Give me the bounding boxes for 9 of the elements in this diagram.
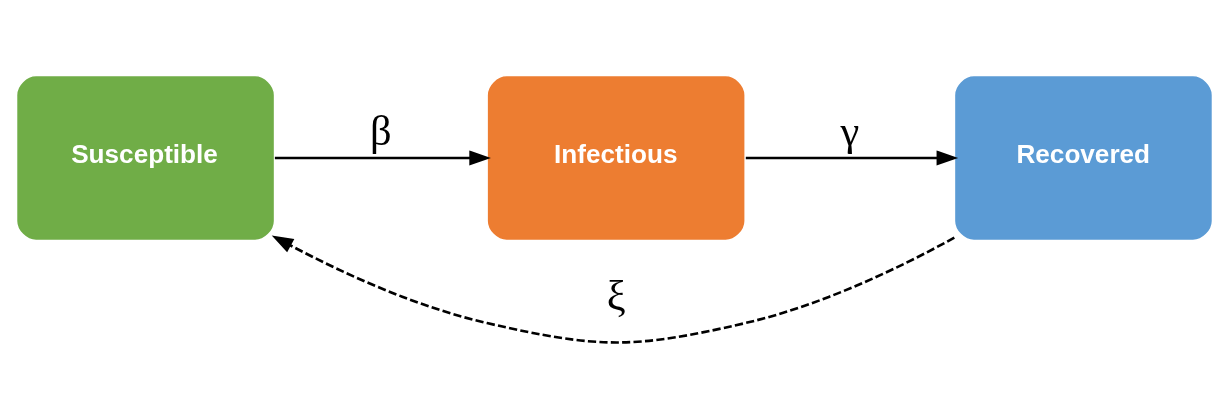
node-box: Recovered	[953, 74, 1214, 242]
arrow	[745, 150, 959, 166]
edge-label: β	[370, 106, 392, 154]
edge-label: γ	[840, 106, 860, 154]
edge-label: ξ	[606, 271, 626, 319]
arrow	[271, 235, 955, 344]
node-box: Infectious	[486, 74, 747, 242]
arrow	[274, 150, 491, 166]
node-box: Susceptible	[15, 74, 276, 242]
